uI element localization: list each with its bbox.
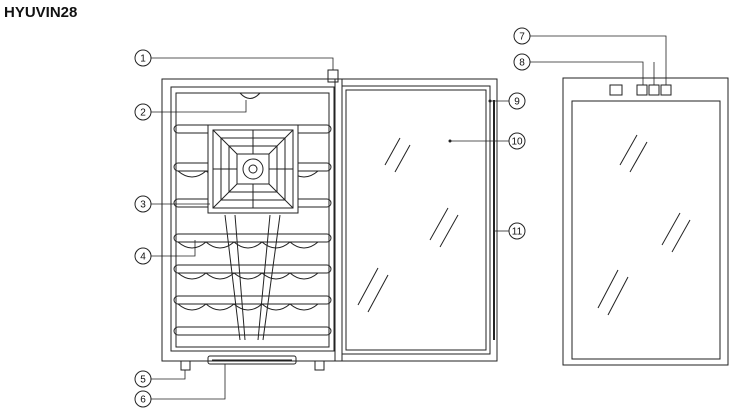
control-panel [609,84,672,96]
glass-reflection-marks [357,137,459,313]
callout-3: 3 [134,195,152,213]
callout-8: 8 [513,53,531,71]
svg-text:10: 10 [511,137,523,148]
cabinet-inner [170,86,335,352]
cabinet-outer [161,78,343,362]
model-title: HYUVIN28 [4,4,78,21]
callout-11: 11 [508,222,526,240]
closed-unit-outer [562,77,729,366]
callout-2: 2 [134,103,152,121]
leveling-foot [180,360,191,371]
callout-9: 9 [508,92,526,110]
bottom-grille [207,355,297,365]
callout-5: 5 [134,370,152,388]
svg-text:2: 2 [140,108,146,119]
svg-text:4: 4 [140,252,146,263]
svg-text:1: 1 [140,54,146,65]
leader-lines [151,35,667,400]
callout-10: 10 [508,132,526,150]
cooling-fan [207,124,299,214]
top-hinge [327,69,339,83]
svg-text:5: 5 [140,375,146,386]
callout-1: 1 [134,49,152,67]
airflow-lines [224,214,281,341]
svg-text:9: 9 [514,97,520,108]
closed-glass-marks [597,134,691,316]
callout-4: 4 [134,247,152,265]
svg-text:6: 6 [140,395,146,406]
callout-7: 7 [513,27,531,45]
svg-text:3: 3 [140,200,146,211]
callout-6: 6 [134,390,152,408]
svg-text:8: 8 [519,58,525,69]
door-glass [345,89,487,351]
open-door-frame [334,78,498,362]
svg-text:7: 7 [519,32,525,43]
closed-unit-glass [571,100,721,360]
interior-light [239,92,261,99]
svg-text:11: 11 [512,227,523,238]
